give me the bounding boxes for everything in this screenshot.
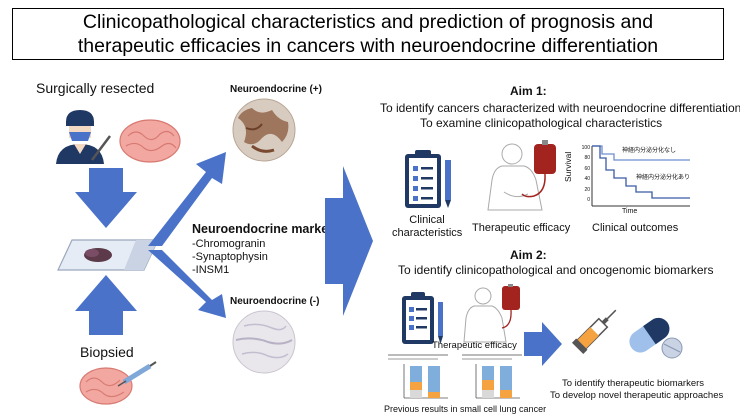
ne-negative-label: Neuroendocrine (-): [230, 296, 320, 307]
result-line-2: To develop novel therapeutic approaches: [550, 390, 724, 401]
capsule-icon: [629, 317, 683, 359]
outcomes-label: Clinical outcomes: [592, 222, 679, 234]
syringe-icon: [571, 309, 617, 355]
arrow-up-to-slide: [75, 275, 137, 335]
biopsy-label: Biopsied: [80, 344, 134, 360]
ne-negative-tissue-image: [232, 310, 296, 374]
series-label-ne: 神経内分泌分化あり: [636, 175, 691, 181]
brain-tissue-icon: [119, 119, 181, 163]
aim1-line-1: To identify cancers characterized with n…: [380, 101, 740, 115]
surgeon-icon: [56, 110, 111, 164]
branch-arrows: [148, 152, 226, 318]
aim1-heading: Aim 1:: [510, 84, 547, 98]
previous-results-label: Previous results in small cell lung canc…: [384, 404, 547, 414]
aim2-line-1: To identify clinicopathological and onco…: [398, 263, 714, 277]
result-line-1: To identify therapeutic biomarkers: [562, 378, 705, 389]
marker-item: -Chromogranin: [192, 238, 266, 250]
arrow-down-to-slide: [75, 168, 137, 228]
marker-item: -Synaptophysin: [192, 251, 268, 263]
series-label-no-ne: 神経内分泌分化なし: [622, 148, 677, 154]
markers-title: Neuroendocrine markers: [192, 222, 340, 236]
ne-positive-tissue-image: [232, 98, 296, 162]
title-line-2: therapeutic efficacies in cancers with n…: [77, 35, 659, 57]
ytick: 0: [587, 197, 590, 204]
clipboard-icon: [405, 150, 451, 208]
aim2-therapeutic-label: Therapeutic efficacy: [432, 340, 517, 351]
title-line-1: Clinicopathological characteristics and …: [82, 11, 654, 33]
clinical-label-2: characteristics: [392, 227, 463, 239]
transfusion-icon: [487, 140, 556, 211]
survival-xlabel: Time: [622, 208, 638, 215]
aim1-line-2: To examine clinicopathological character…: [420, 116, 663, 130]
aim2-right-arrow: [524, 322, 562, 366]
marker-item: -INSM1: [192, 264, 230, 276]
surgical-label: Surgically resected: [36, 80, 155, 96]
big-right-arrow: [325, 166, 373, 316]
title-box: Clinicopathological characteristics and …: [12, 8, 724, 60]
clinical-label-1: Clinical: [409, 214, 445, 226]
ytick: 20: [584, 186, 590, 193]
slide-icon: [57, 239, 159, 271]
therapeutic-label: Therapeutic efficacy: [472, 222, 571, 234]
ytick: 80: [584, 155, 590, 162]
ytick: 40: [584, 176, 590, 183]
survival-curve-chart: [591, 145, 690, 207]
survival-yticks: 100 80 60 40 20 0: [570, 143, 590, 205]
clipboard-icon: [402, 292, 443, 344]
transfusion-icon: [463, 284, 520, 343]
biopsy-brain-icon: [79, 361, 157, 405]
ytick: 60: [584, 165, 590, 172]
ytick: 100: [581, 145, 590, 151]
aim2-heading: Aim 2:: [510, 248, 547, 262]
ne-positive-label: Neuroendocrine (+): [230, 84, 322, 95]
previous-results-charts: [384, 352, 528, 402]
